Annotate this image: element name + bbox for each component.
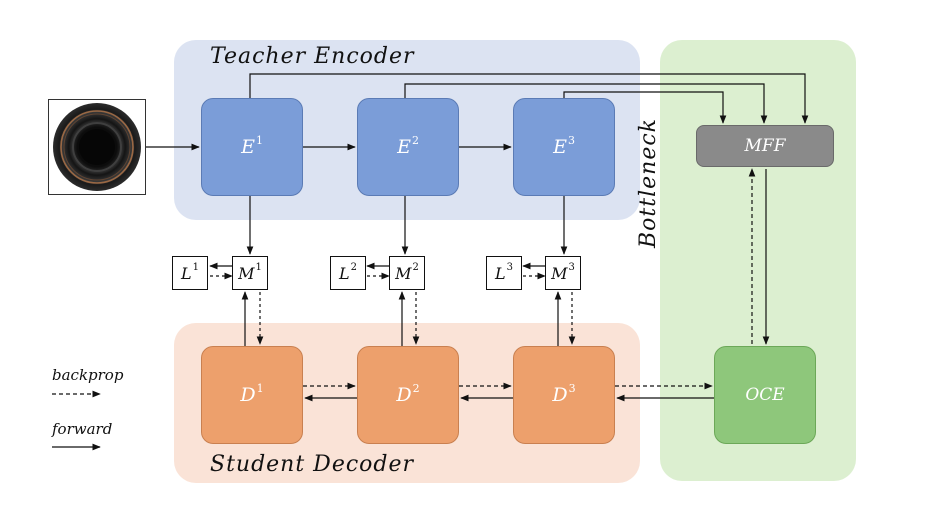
decoder-sup-2: 2 <box>412 381 420 395</box>
student-decoder-title: Student Decoder <box>210 452 415 477</box>
loss-sup-3: 3 <box>506 261 513 273</box>
legend-forward-label: forward <box>52 420 113 438</box>
decoder-label-2: D <box>396 384 412 406</box>
loss-sup-2: 2 <box>350 261 357 273</box>
teacher-encoder-title: Teacher Encoder <box>210 44 415 69</box>
oce-block: OCE <box>714 346 816 444</box>
loss-label-2: L <box>339 263 350 283</box>
memory-sup-2: 2 <box>412 261 419 273</box>
bottleneck-title: Bottleneck <box>636 118 661 248</box>
memory-label-1: M <box>238 263 255 283</box>
decoder-label-1: D <box>240 384 256 406</box>
decoder-sup-1: 1 <box>256 381 264 395</box>
encoder-sup-2: 2 <box>411 133 419 147</box>
loss-label-1: L <box>181 263 192 283</box>
loss-label-3: L <box>495 263 506 283</box>
mff-block: MFF <box>696 125 834 167</box>
decoder-sup-3: 3 <box>568 381 576 395</box>
encoder-label-2: E <box>397 136 411 158</box>
memory-sup-1: 1 <box>255 261 262 273</box>
ring-photo-icon <box>53 103 141 191</box>
input-image <box>48 99 146 195</box>
encoder-sup-3: 3 <box>567 133 575 147</box>
memory-sup-3: 3 <box>568 261 575 273</box>
legend-backprop-label: backprop <box>52 366 124 384</box>
memory-label-2: M <box>395 263 412 283</box>
loss-sup-1: 1 <box>192 261 199 273</box>
encoder-label-3: E <box>553 136 567 158</box>
decoder-label-3: D <box>552 384 568 406</box>
encoder-sup-1: 1 <box>255 133 263 147</box>
memory-label-3: M <box>551 263 568 283</box>
encoder-label-1: E <box>241 136 255 158</box>
